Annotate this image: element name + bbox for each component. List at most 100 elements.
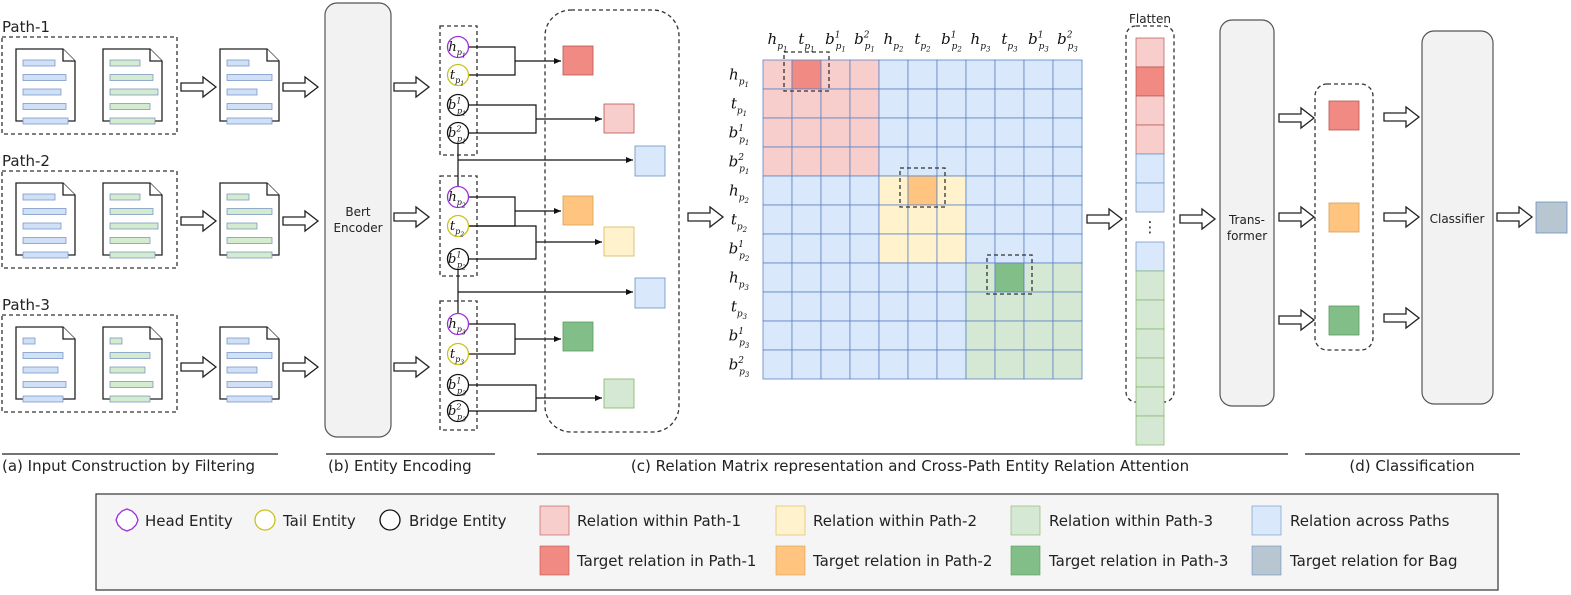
cross-path-pair-square <box>634 277 666 309</box>
matrix-cell <box>994 204 1025 235</box>
path-3-doc-a-icon <box>15 326 76 403</box>
matrix-cell <box>994 233 1025 264</box>
path-3-box <box>1 314 178 413</box>
arrow-to-encoder-1 <box>282 76 319 98</box>
matrix-cell <box>965 262 996 293</box>
matrix-cell <box>849 117 880 148</box>
path-3-doc-b-icon <box>102 326 163 403</box>
path-3-doc-b-icon-line <box>109 366 146 374</box>
path-1-doc-a-icon-line <box>22 74 67 81</box>
legend-rel-path-3-swatch <box>1010 505 1041 536</box>
path-2-doc-a-icon-line <box>22 193 56 201</box>
matrix-row-label: tp2 <box>731 211 748 235</box>
matrix-cell <box>936 146 967 177</box>
path-2-doc-a-icon-line <box>22 208 67 215</box>
path-2-doc-b-icon-line <box>109 222 159 230</box>
legend-target-path-1: Target relation in Path-1 <box>576 552 756 570</box>
matrix-cell <box>936 349 967 380</box>
path-1-filtered-doc-icon-line <box>226 103 273 110</box>
matrix-cell <box>1052 320 1083 351</box>
arrow-to-classifier-3 <box>1383 307 1420 329</box>
flatten-cell <box>1135 37 1165 68</box>
legend-bag-swatch <box>1251 545 1282 576</box>
matrix-cell <box>907 117 938 148</box>
matrix-row-label: hp1 <box>729 66 749 90</box>
matrix-cell <box>820 233 851 264</box>
matrix-cell <box>791 349 822 380</box>
matrix-col-label: hp2 <box>884 30 904 54</box>
matrix-col-label: hp3 <box>971 30 991 54</box>
matrix-cell <box>791 262 822 293</box>
matrix-cell <box>820 59 851 90</box>
matrix-cell <box>1023 320 1054 351</box>
path-1-doc-a-icon-line <box>22 103 67 110</box>
legend-target-path-2: Target relation in Path-2 <box>812 552 992 570</box>
path-3-filtered-doc-icon-line <box>226 381 273 388</box>
flatten-cell <box>1135 357 1165 388</box>
matrix-cell <box>965 146 996 177</box>
matrix-cell <box>849 88 880 119</box>
legend-tail-entity: Tail Entity <box>282 512 356 530</box>
matrix-col-label: tp1 <box>798 30 814 54</box>
legend-rel-path-1: Relation within Path-1 <box>577 512 741 530</box>
matrix-cell <box>1052 233 1083 264</box>
flatten-ellipsis: ⋮ <box>1143 218 1158 236</box>
path-3-filtered-doc-icon-line <box>226 366 258 374</box>
path-3-filtered-doc-icon-line <box>226 352 273 359</box>
matrix-cell <box>849 204 880 235</box>
matrix-cell <box>936 233 967 264</box>
arrow-to-transformer <box>1179 208 1216 230</box>
matrix-cell <box>1023 262 1054 293</box>
path-1-doc-a-icon-line <box>22 88 62 96</box>
matrix-cell <box>878 262 909 293</box>
matrix-cell <box>907 88 938 119</box>
arrow-to-entities-3 <box>393 356 430 378</box>
entity-connectors <box>457 46 633 412</box>
caption-d: (d) Classification <box>1349 457 1474 475</box>
matrix-cell <box>849 233 880 264</box>
matrix-cell <box>1023 59 1054 90</box>
bridge-entity-node-icon <box>446 93 470 117</box>
matrix-cell <box>965 320 996 351</box>
arrow-path-2 <box>180 210 217 232</box>
matrix-cell <box>878 233 909 264</box>
matrix-col-label: hp1 <box>768 30 788 54</box>
path-3-label: Path-3 <box>2 296 50 314</box>
matrix-cell <box>994 262 1025 293</box>
matrix-cell <box>1023 175 1054 206</box>
path-1-doc-b-icon <box>102 48 163 125</box>
flatten-cell <box>1135 153 1165 184</box>
matrix-cell <box>1052 88 1083 119</box>
matrix-cell <box>907 146 938 177</box>
head-entity-label: hp3 <box>448 317 466 337</box>
matrix-cell <box>994 59 1025 90</box>
arrow-to-encoder-3 <box>282 356 319 378</box>
caption-a: (a) Input Construction by Filtering <box>2 457 255 475</box>
matrix-cell <box>1052 291 1083 322</box>
path-1-doc-b-icon-line <box>109 103 151 110</box>
caption-c: (c) Relation Matrix representation and C… <box>631 457 1189 475</box>
matrix-cell <box>965 59 996 90</box>
flatten-column: ⋮ <box>1135 37 1165 446</box>
pair-bracket <box>469 384 537 412</box>
path-2-filtered-doc-icon-line <box>226 193 250 201</box>
path-3-doc-a-icon-line <box>22 381 67 388</box>
relation-pair-squares <box>562 45 666 409</box>
flatten-cell <box>1135 415 1165 446</box>
matrix-cell <box>849 175 880 206</box>
flatten-cell <box>1135 182 1165 213</box>
arrow-to-entities-2 <box>393 206 430 228</box>
matrix-col-label: tp3 <box>1001 30 1018 54</box>
matrix-cell <box>878 59 909 90</box>
path-3-doc-a-icon-line <box>22 337 36 345</box>
matrix-cell <box>965 349 996 380</box>
output-path-1 <box>1328 100 1360 131</box>
target-focus-box <box>899 167 946 208</box>
matrix-cell <box>936 175 967 206</box>
classifier-box <box>1421 30 1494 405</box>
legend-bridge-entity: Bridge Entity <box>409 512 507 530</box>
relation-matrix <box>762 51 1083 380</box>
